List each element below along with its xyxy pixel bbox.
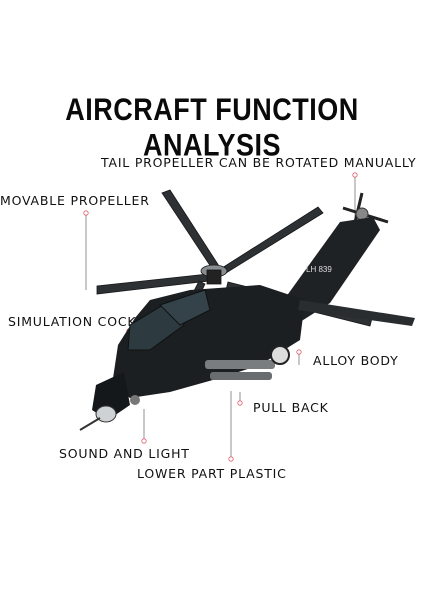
callout-tail-propeller: TAIL PROPELLER CAN BE ROTATED MANUALLY [101,155,417,170]
callout-simulation-cockpit: SIMULATION COCKPIT [8,314,158,329]
callout-sound-and-light: SOUND AND LIGHT [59,446,190,461]
callout-pull-back: PULL BACK [253,400,329,415]
fuselage [79,217,415,431]
page-title: AIRCRAFT FUNCTION ANALYSIS [65,92,359,163]
tail-marking: LH 839 [306,265,332,274]
callout-alloy-body: ALLOY BODY [313,353,399,368]
callout-lower-part-plastic: LOWER PART PLASTIC [137,466,287,481]
callout-movable-propeller: MOVABLE PROPELLER [0,193,150,208]
tail-rotor [342,192,389,236]
